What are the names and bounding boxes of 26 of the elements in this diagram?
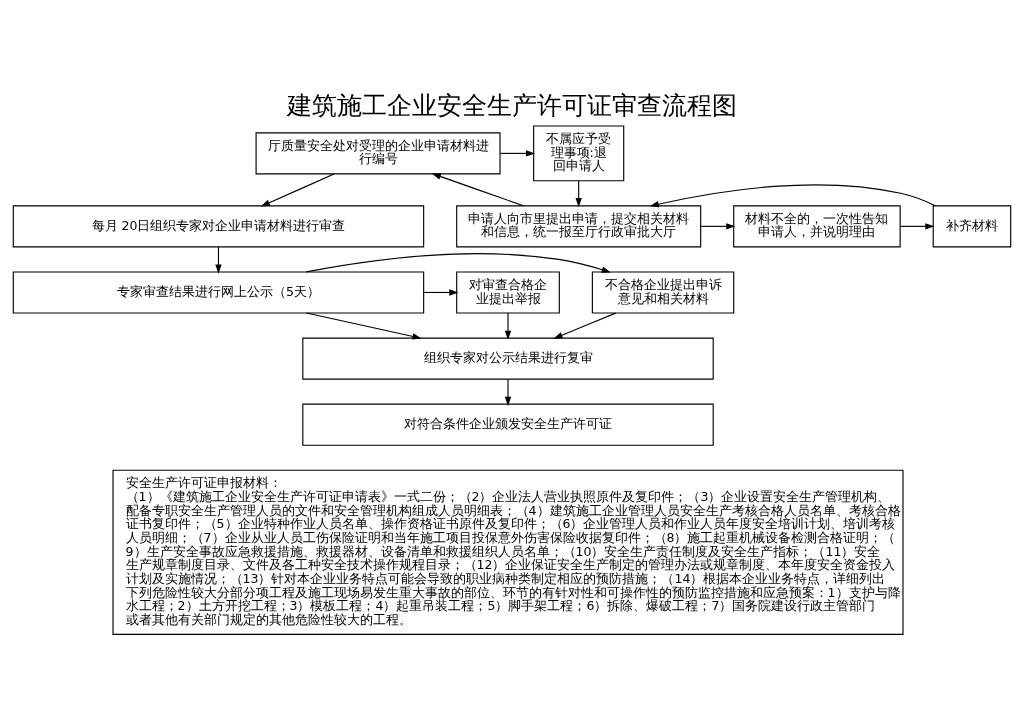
arrow <box>305 312 422 340</box>
arrow <box>431 173 525 207</box>
node-box: 对审查合格企业提出举报 <box>456 271 560 314</box>
node-box: 组织专家对公示结果进行复审 <box>302 337 714 380</box>
arrow <box>499 150 536 157</box>
arrow <box>504 312 512 340</box>
node-box: 安全生产许可证申报材料： （1）《建筑施工企业安全生产许可证申请表》一式二份；（2）企业法人营业执照原件及复印件；（3）企业设置安全生产管理机构、配备专职安全生产管理人员的文件和安全管理机构组成人员明细表；（4）建筑施工企业管理人员安全生产考核合格人员名单、考核合格证书复印件；（5）企业特种作业人员名单、操作资格证书原件及复印件；（6）企业管理人员和作业人员年度安全培训计划、培训考核人员明细；（7）企业从业人员工伤保险证明和当年施工项目投保意外伤害保险收据复印件；（8）施工起重机械设备检测合格证明；（9）生产安全事故应急救援措施、救援器材、设备清单和救援组织人员名单；（10）安全生产责任制度及安全生产指标；（11）安全生产规章制度目录、文件及各工种安全技术操作规程目录；（12）企业保证安全生产制定的管理办法或规章制度、本年度安全资金投入计划及实施情况；（13）针对本企业业务特点可能会导致的职业病种类制定相应的预防措施；（14）根据本企业业务特点，详细列出下列危险性较大分部分项工程及施工现场易发生重大事故的部位、环节的有针对性和可操作性的预防监控措施和应急预案：1）支护与降水工程；2）土方开挖工程；3）模板工程；4）起重吊装工程；5）脚手架工程；6）拆除、爆破工程；7）国务院建设行政主管部门或者其他有关部门规定的其他危险性较大的工程。 <box>112 469 904 635</box>
arrow <box>423 289 459 296</box>
arrow <box>504 378 512 406</box>
arrow <box>215 246 222 274</box>
arrow <box>305 253 611 273</box>
node-box: 不合格企业提出申诉意见和相关材料 <box>591 271 735 314</box>
arrow <box>260 173 335 207</box>
diagram-title: 建筑施工企业安全生产许可证审查流程图 <box>287 91 737 121</box>
node-box: 专家审查结果进行网上公示（5天） <box>12 271 425 314</box>
arrow <box>899 223 935 230</box>
node-box: 材料不全的，一次性告知申请人，并说明理由 <box>733 205 901 248</box>
node-box: 补齐材料 <box>932 205 1012 248</box>
node-box: 申请人向市里提出申请，提交相关材料和信息，统一报至厅行政审批大厅 <box>456 205 702 248</box>
arrow <box>553 312 617 339</box>
node-box: 不属应予受理事项:退回申请人 <box>533 125 625 182</box>
arrow <box>649 184 936 208</box>
arrow <box>700 223 736 230</box>
node-box: 厅质量安全处对受理的企业申请材料进行编号 <box>255 132 501 175</box>
node-box: 每月 20日组织专家对企业申请材料进行审查 <box>12 205 425 248</box>
node-box: 对符合条件企业颁发安全生产许可证 <box>302 403 714 446</box>
